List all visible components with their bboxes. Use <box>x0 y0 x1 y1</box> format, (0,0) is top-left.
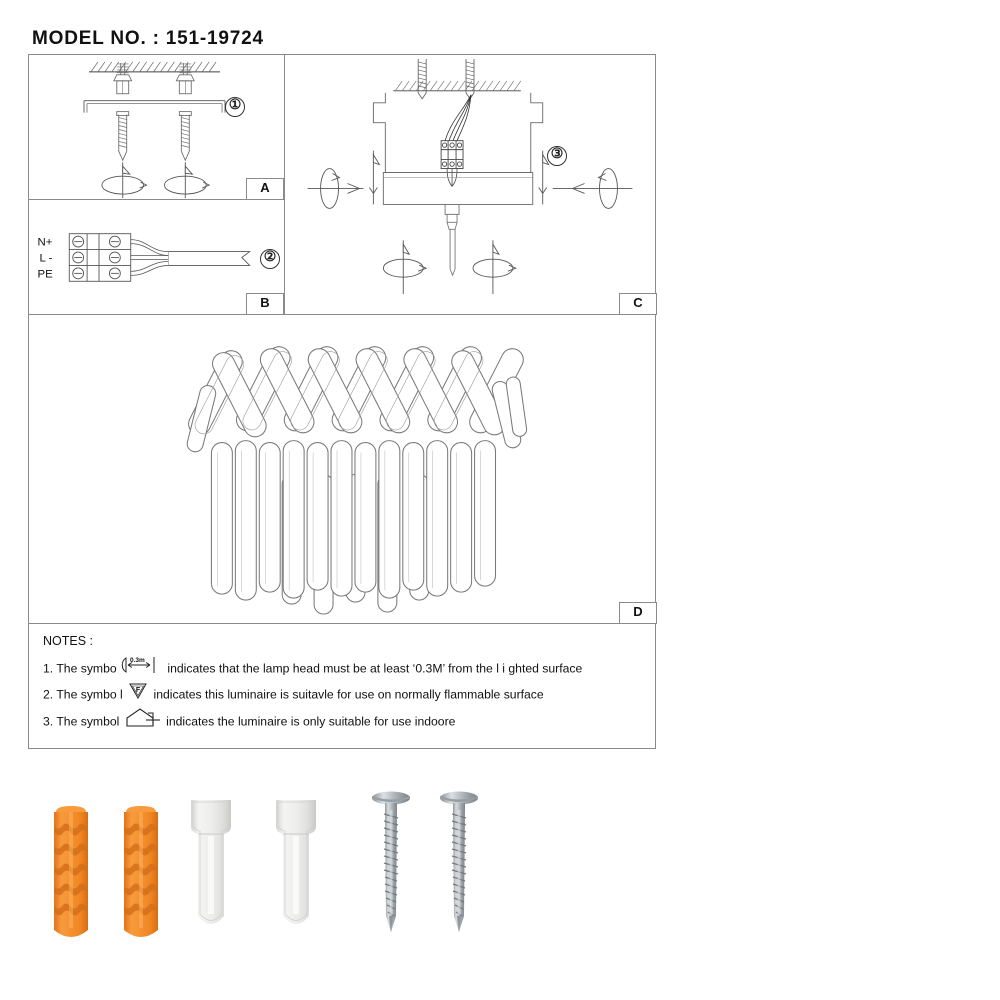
panel-b-terminal-wiring: N+ L - PE ② B <box>29 200 285 315</box>
diagram-frame: ① A <box>28 54 657 750</box>
hardware-illustration <box>54 790 479 937</box>
note-1-text-before: The symbo <box>56 661 117 676</box>
hardware-item-screw-2 <box>439 790 479 934</box>
note-1-number: 1. <box>43 661 54 676</box>
note-3-text-after: indicates the luminaire is only suitable… <box>166 714 456 729</box>
note-2-number: 2. <box>43 687 54 702</box>
chandelier-drawing <box>184 342 528 615</box>
hardware-parts-row <box>28 778 528 958</box>
panel-c-fixture-mounting: ③ C <box>285 55 657 315</box>
note-3-text-before: The symbol <box>56 714 120 729</box>
page-title: MODEL NO. : 151-19724 <box>32 28 264 49</box>
note-2-text-before: The symbo l <box>56 687 123 702</box>
panel-b-drawing: N+ L - PE <box>38 233 252 282</box>
step-number-1: ① <box>225 97 245 117</box>
svg-text:F: F <box>136 687 141 694</box>
note-1-text-after: indicates that the lamp head must be at … <box>167 661 583 676</box>
note-2-text-after: indicates this luminaire is suitavle for… <box>153 687 544 702</box>
step-number-2: ② <box>260 249 280 269</box>
panel-a-ceiling-anchor: ① A <box>29 55 285 200</box>
hardware-item-white-anchor-2 <box>275 799 317 925</box>
notes-title: NOTES : <box>43 634 94 648</box>
note-item-3: 3. The symbol indicates the lumina <box>43 707 647 733</box>
indoor-use-house-icon <box>123 707 163 738</box>
hardware-item-orange-plug-2 <box>124 806 158 937</box>
note-item-1: 1. The symbo 0.3m <box>43 655 647 681</box>
terminal-label-pe: PE <box>38 268 54 280</box>
panel-label-a: A <box>246 178 284 200</box>
step-number-3: ③ <box>547 146 567 166</box>
terminal-label-n: N+ <box>38 237 53 249</box>
hardware-item-screw-1 <box>371 790 411 934</box>
note-3-number: 3. <box>43 714 54 729</box>
panel-d-chandelier: D <box>29 315 657 624</box>
note-item-2: 2. The symbo l F indicates this luminair… <box>43 681 647 707</box>
lamp-distance-0.3m-icon: 0.3m <box>120 655 164 684</box>
notes-panel: NOTES : 1. The symbo <box>29 624 657 750</box>
panel-a-drawing <box>83 61 226 199</box>
panel-label-c: C <box>619 293 657 315</box>
terminal-label-l: L - <box>40 252 53 264</box>
panel-label-d: D <box>619 602 657 624</box>
hardware-item-orange-plug-1 <box>54 806 88 937</box>
panel-label-b: B <box>246 293 284 315</box>
svg-text:0.3m: 0.3m <box>130 657 145 664</box>
hardware-item-white-anchor-1 <box>190 799 232 925</box>
panel-c-drawing <box>307 58 633 295</box>
f-mark-triangle-icon: F <box>126 681 150 710</box>
